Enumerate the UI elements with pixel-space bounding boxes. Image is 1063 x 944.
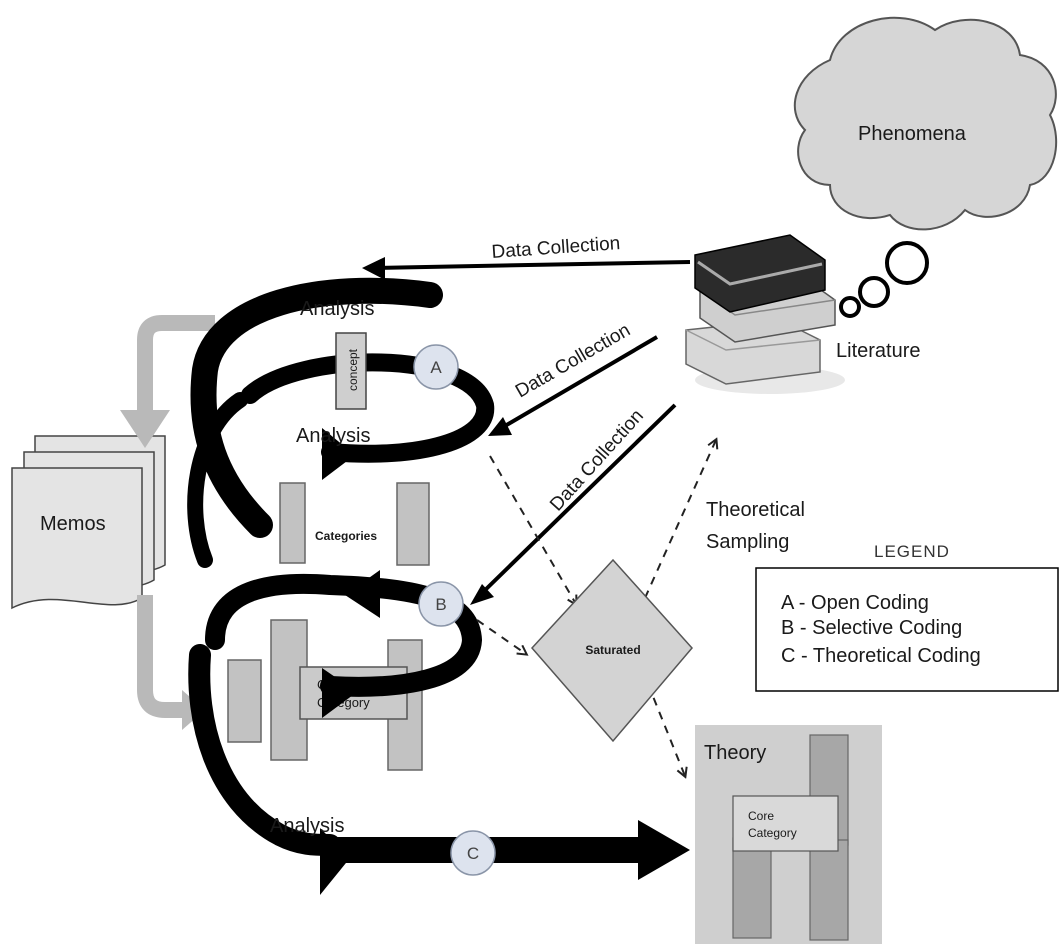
cloud-shape xyxy=(793,16,1058,231)
legend-item-c: C - Theoretical Coding xyxy=(781,645,981,667)
category-bar-left xyxy=(279,482,306,564)
memos-label: Memos xyxy=(40,513,106,535)
legend-item-a: A - Open Coding xyxy=(781,592,929,614)
data-collection-arrow-3 xyxy=(478,403,677,597)
theoretical-coding-arrowhead xyxy=(638,820,690,880)
categories-label: Categories xyxy=(315,529,377,543)
data-collection-head-1 xyxy=(362,257,385,280)
analysis-label-1: Analysis xyxy=(300,298,374,320)
svg-text:C: C xyxy=(467,844,479,863)
dashed-to-saturated-1 xyxy=(489,455,576,604)
category-bar-right xyxy=(396,482,430,566)
memo-flow-arrows xyxy=(137,315,215,718)
phenomena-label: Phenomena xyxy=(858,123,967,145)
theory-bar-left xyxy=(732,837,772,939)
spiral-arrowhead-core xyxy=(322,668,357,718)
phenomena-cloud: Phenomena xyxy=(793,16,1058,318)
spiral-arrowhead-a xyxy=(322,428,355,480)
data-collection-label-3: Data Collection xyxy=(546,406,648,516)
data-collection-label-1: Data Collection xyxy=(491,233,621,263)
data-collection-arrows xyxy=(371,260,691,597)
data-collection-arrow-1 xyxy=(371,260,691,270)
thought-bubble-medium xyxy=(858,276,890,308)
legend-title: LEGEND xyxy=(874,542,950,561)
svg-text:B: B xyxy=(435,595,446,614)
theory-box: Theory Core Category xyxy=(695,725,882,944)
theoretical-coding-arrow-tail xyxy=(320,828,350,895)
dashed-to-saturated-2 xyxy=(476,619,526,654)
data-collection-head-3 xyxy=(470,584,494,605)
memos-stack: Memos xyxy=(11,435,166,610)
theoretical-sampling-label-2: Sampling xyxy=(706,531,789,553)
saturated-diamond xyxy=(530,558,693,743)
data-collection-arrow-2 xyxy=(496,335,659,432)
dashed-flows xyxy=(476,440,716,776)
literature-books-icon xyxy=(685,234,845,394)
memo-arrow-right xyxy=(137,595,185,718)
concept-label: concept xyxy=(346,348,360,391)
analysis-label-2: Analysis xyxy=(296,425,370,447)
data-collection-head-2 xyxy=(488,417,512,436)
core-bar-small xyxy=(227,659,262,743)
theory-label: Theory xyxy=(704,742,766,764)
saturated-label: Saturated xyxy=(585,643,640,657)
theory-bar-right xyxy=(809,839,849,941)
theoretical-sampling-label-1: Theoretical xyxy=(706,499,805,521)
theory-core-label-1: Core xyxy=(748,809,774,823)
thought-bubble-small xyxy=(839,296,861,318)
literature-label: Literature xyxy=(836,340,921,362)
theory-core-label-2: Category xyxy=(748,826,797,840)
concept-box xyxy=(335,332,367,410)
analysis-label-3: Analysis xyxy=(270,815,344,837)
memo-arrow-down-head xyxy=(120,410,170,448)
marker-c: C xyxy=(450,830,496,876)
marker-b: B xyxy=(418,581,464,627)
legend-box xyxy=(755,567,1059,692)
thought-bubble-large xyxy=(885,241,929,285)
theory-core-category-box xyxy=(732,795,839,852)
memo-arrow-down xyxy=(137,315,215,412)
dashed-to-theory xyxy=(647,683,685,776)
marker-a: A xyxy=(413,344,459,390)
spiral-arrowhead-b xyxy=(345,570,380,618)
svg-text:A: A xyxy=(430,358,442,377)
legend-item-b: B - Selective Coding xyxy=(781,617,962,639)
